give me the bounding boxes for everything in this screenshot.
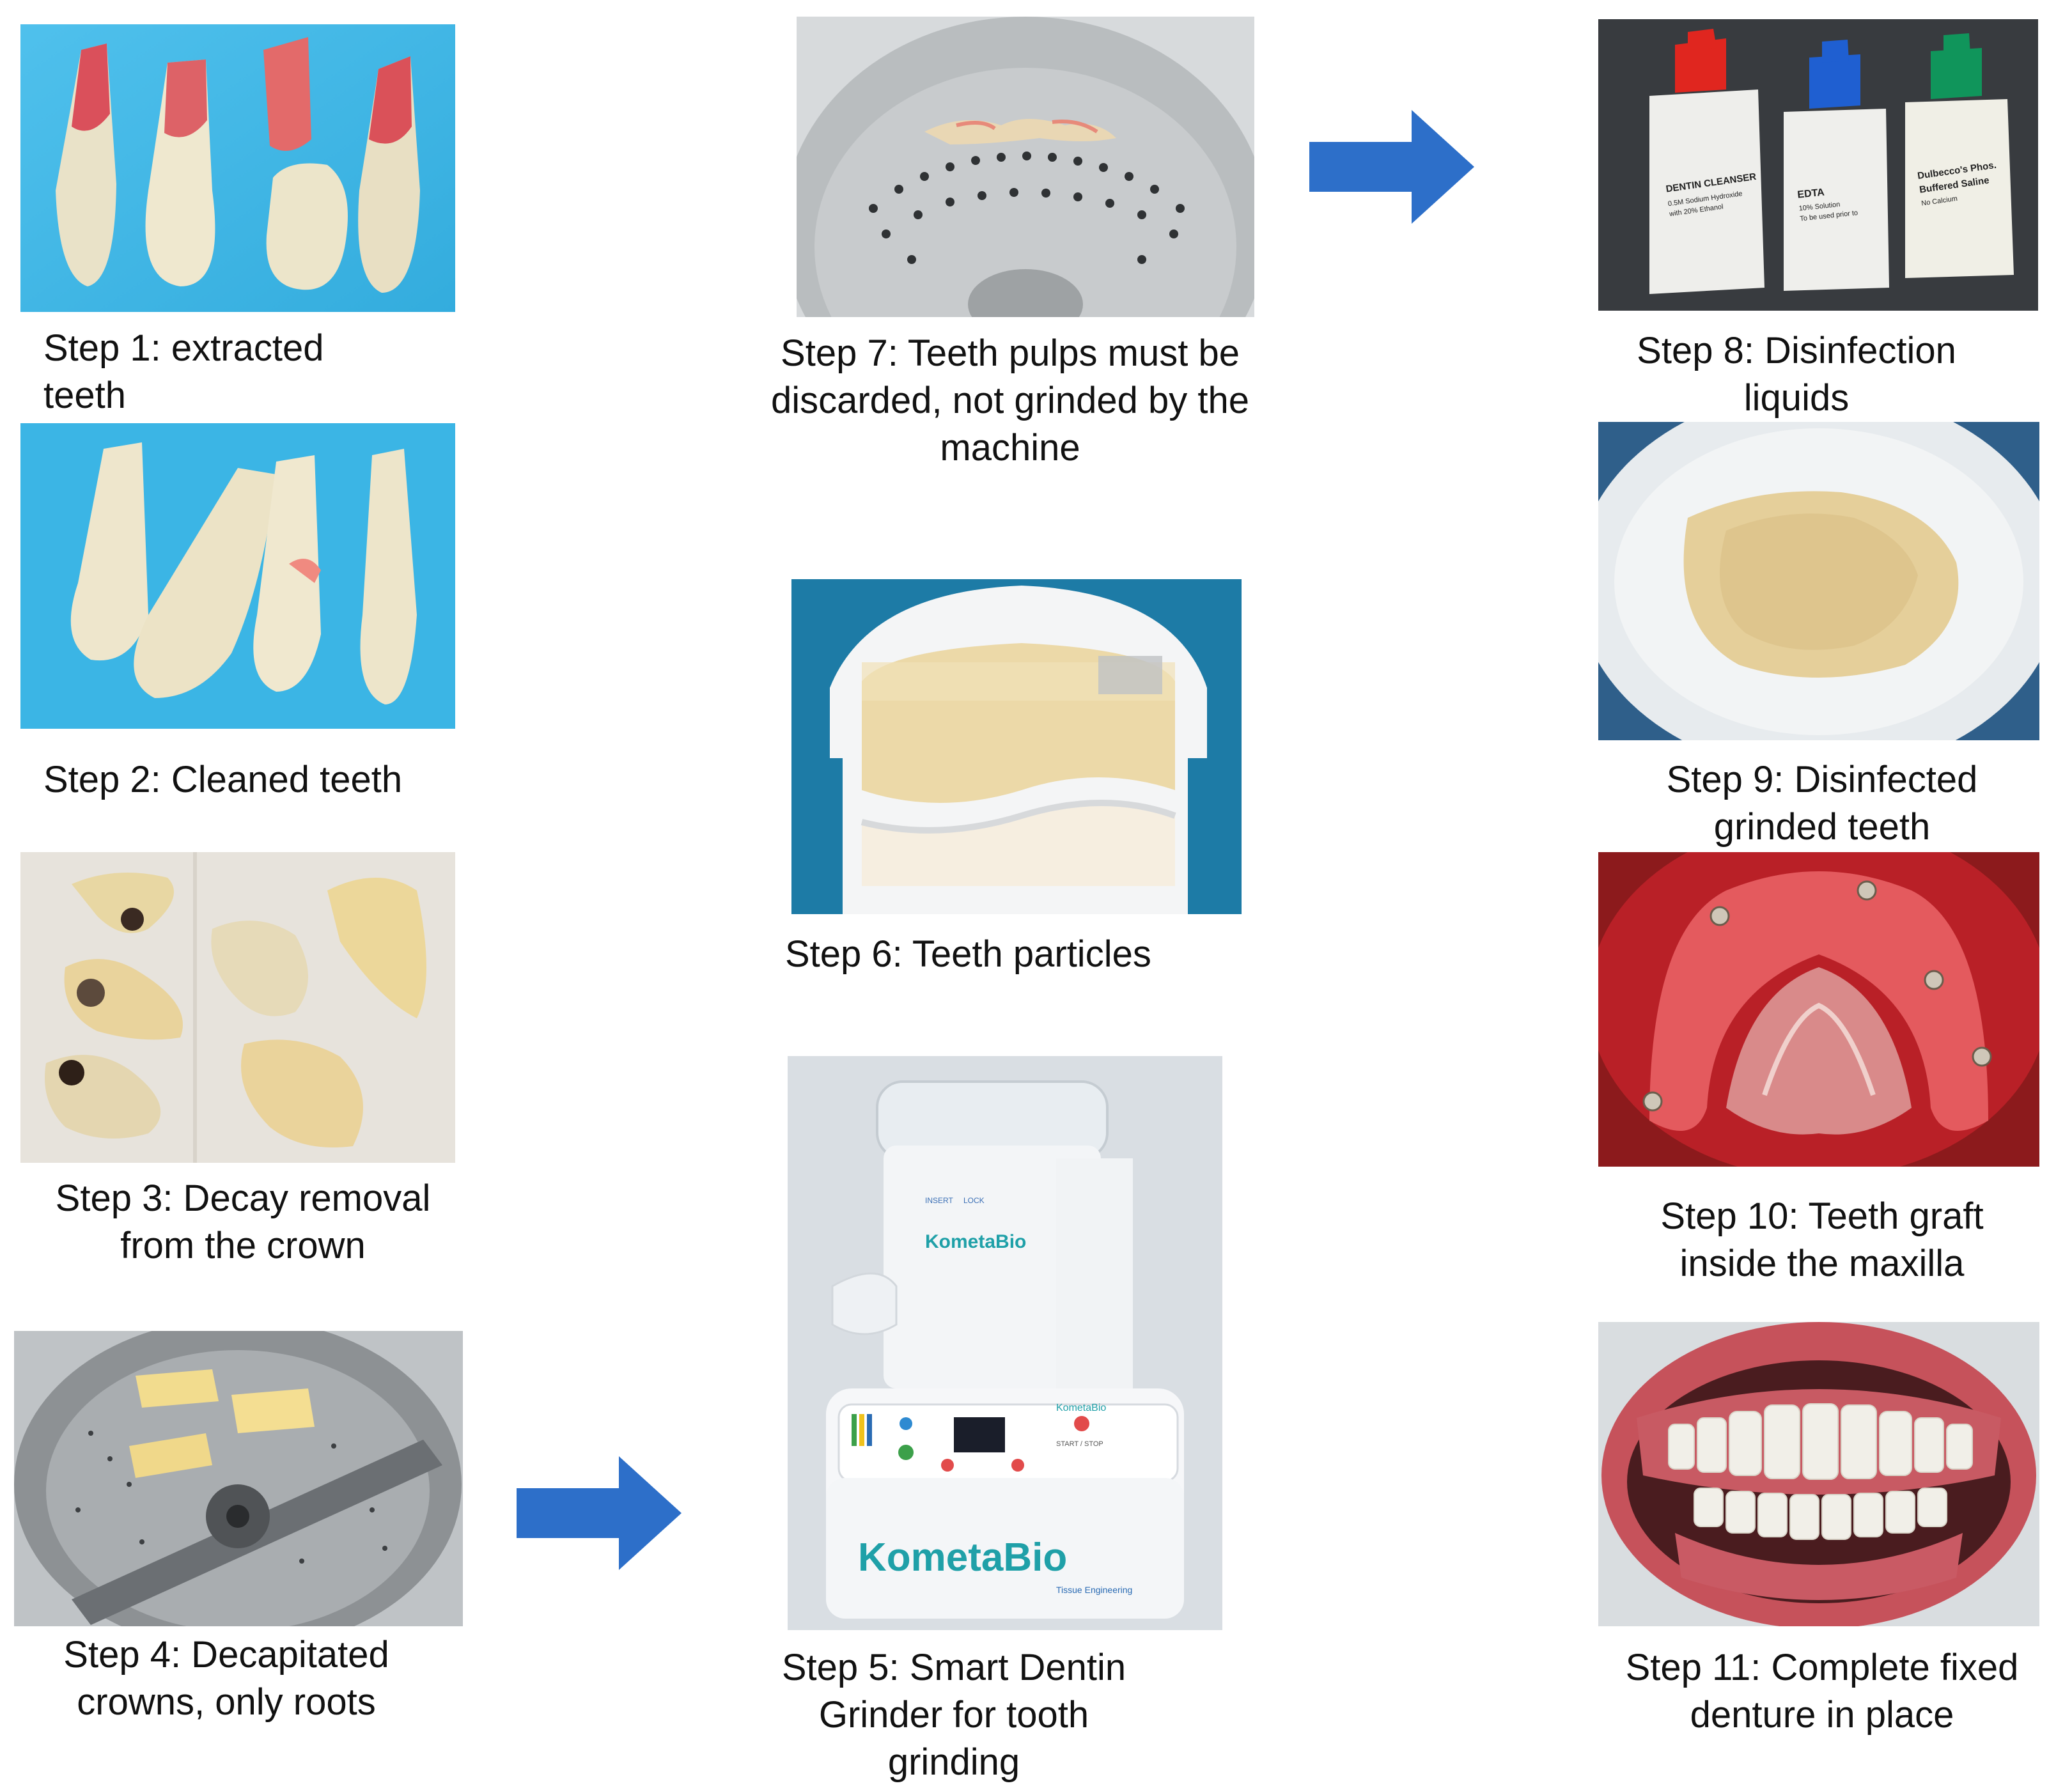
- caption-step3: Step 3: Decay removal from the crown: [55, 1178, 431, 1266]
- device-insert-label: INSERT: [925, 1196, 953, 1205]
- arrow-step4-to-step5: [517, 1456, 682, 1570]
- photo-step4-decapitated-crowns: [14, 1331, 463, 1626]
- photo-step11-complete-fixed-denture: [1598, 1322, 2039, 1626]
- photo-step9-disinfected-grinded-teeth: [1598, 422, 2039, 740]
- photo-step10-teeth-graft-maxilla: [1598, 852, 2039, 1167]
- arrow-step7-to-step8: [1309, 110, 1474, 224]
- photo-step5-smart-dentin-grinder: INSERT LOCK KometaBio KometaBio START / …: [788, 1056, 1222, 1630]
- caption-step4: Step 4: Decapitated crowns, only roots: [63, 1634, 389, 1723]
- device-brand-small: KometaBio: [925, 1231, 1026, 1252]
- caption-step8: Step 8: Disinfection liquids: [1637, 330, 1956, 419]
- photo-step2-cleaned-teeth: [20, 423, 455, 729]
- caption-step9: Step 9: Disinfected grinded teeth: [1666, 759, 1978, 848]
- photo-step1-extracted-teeth: [20, 24, 455, 312]
- caption-step11: Step 11: Complete fixed denture in place: [1625, 1647, 2019, 1736]
- photo-step8-disinfection-liquids: DENTIN CLEANSER 0.5M Sodium Hydroxide wi…: [1598, 19, 2038, 311]
- photo-step6-teeth-particles: [791, 579, 1242, 914]
- caption-step7: Step 7: Teeth pulps must be discarded, n…: [770, 332, 1250, 469]
- photo-step7-teeth-pulps: [797, 17, 1254, 317]
- device-brand-panel: KometaBio: [1056, 1403, 1106, 1413]
- arrow-right-icon: [517, 1456, 682, 1570]
- caption-step1: Step 1: extracted teeth: [43, 327, 324, 416]
- device-brand-large: KometaBio: [858, 1535, 1067, 1580]
- caption-step2: Step 2: Cleaned teeth: [43, 759, 403, 800]
- arrow-right-icon: [1309, 110, 1474, 224]
- device-tagline: Tissue Engineering: [1056, 1585, 1132, 1595]
- bottle2-label-line1: EDTA: [1797, 187, 1825, 200]
- caption-step10: Step 10: Teeth graft inside the maxilla: [1660, 1195, 1984, 1284]
- device-lock-label: LOCK: [963, 1196, 985, 1205]
- caption-step5: Step 5: Smart Dentin Grinder for tooth g…: [781, 1647, 1126, 1783]
- device-startstop-label: START / STOP: [1056, 1440, 1103, 1448]
- photo-step3-decay-removal: [20, 852, 455, 1163]
- caption-step6: Step 6: Teeth particles: [785, 933, 1151, 975]
